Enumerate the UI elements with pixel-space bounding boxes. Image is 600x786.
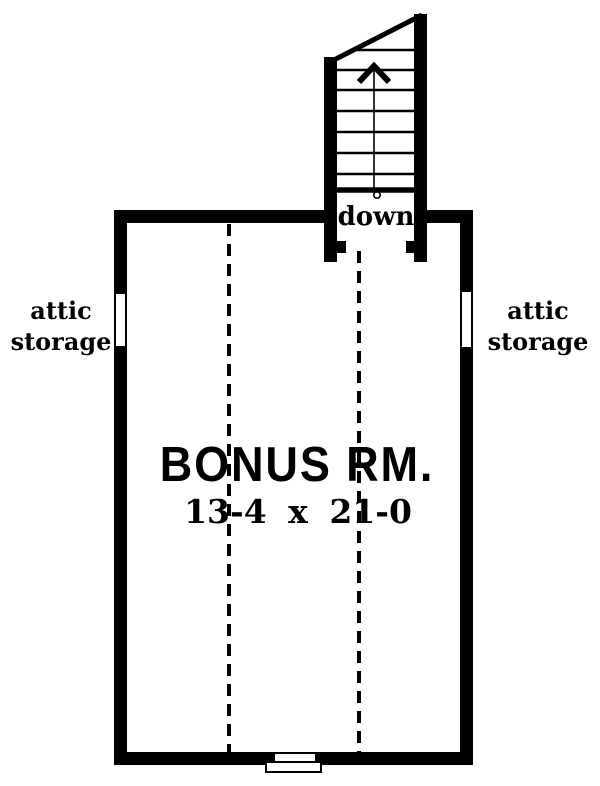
wall-top-left bbox=[114, 210, 337, 223]
window-glass-inner bbox=[273, 752, 317, 763]
stair-wall-left-foot bbox=[337, 241, 346, 253]
stair-wall-right-foot bbox=[406, 241, 415, 253]
attic-access-opening-left bbox=[114, 294, 127, 346]
wall-left bbox=[114, 210, 127, 765]
wall-top-right bbox=[414, 210, 473, 223]
attic-storage-label-left-line1: attic bbox=[30, 296, 92, 325]
attic-storage-label-right-line1: attic bbox=[507, 296, 569, 325]
room-dimensions-label: 13-4 x 21-0 bbox=[184, 492, 412, 531]
attic-storage-label-left-line2: storage bbox=[10, 327, 112, 356]
stairs-down-label: down bbox=[337, 202, 415, 232]
attic-storage-label-left: attic storage bbox=[2, 295, 120, 357]
room-name-label: BONUS RM. bbox=[159, 438, 435, 492]
ceiling-break-dashed-line-left bbox=[227, 224, 231, 752]
stair-wall-right bbox=[414, 14, 427, 262]
attic-storage-label-right-line2: storage bbox=[487, 327, 589, 356]
stair-diagonal-break-line bbox=[326, 12, 424, 66]
ceiling-break-dashed-line-right bbox=[357, 251, 361, 752]
attic-storage-label-right: attic storage bbox=[479, 295, 597, 357]
wall-right bbox=[460, 210, 473, 765]
stair-up-arrow-icon bbox=[356, 61, 392, 85]
stair-wall-left bbox=[324, 57, 337, 262]
stair-centerline-hook bbox=[372, 191, 381, 200]
attic-access-opening-right bbox=[460, 292, 473, 347]
